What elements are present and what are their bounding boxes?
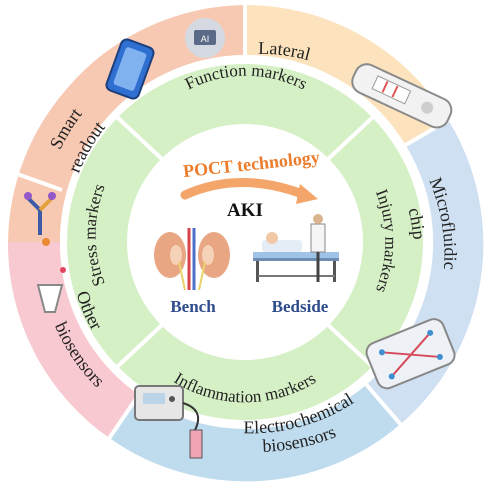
electrochemical-device-icon [134,385,203,459]
antibody-icon [24,192,56,246]
bedside-label: Bedside [272,297,329,316]
ai-chip-icon: AI [185,18,225,58]
poct-arrow [180,178,310,200]
poct-arrow-head [296,184,318,204]
microfluidic-chip-icon [365,318,456,390]
markers-dividers [115,115,375,369]
kidney-illustration [154,228,230,291]
hospital-bed-illustration [253,214,339,282]
bench-label: Bench [170,297,216,316]
microfluidic-sector [366,120,484,425]
smartphone-icon [105,38,155,100]
sample-vial-icon [36,267,66,313]
ai-chip-text: AI [201,34,210,44]
lateral-flow-strip-icon [351,63,453,129]
electrochemical-sector [109,384,401,482]
center-circle [127,124,363,360]
aki-label: AKI [227,200,263,221]
